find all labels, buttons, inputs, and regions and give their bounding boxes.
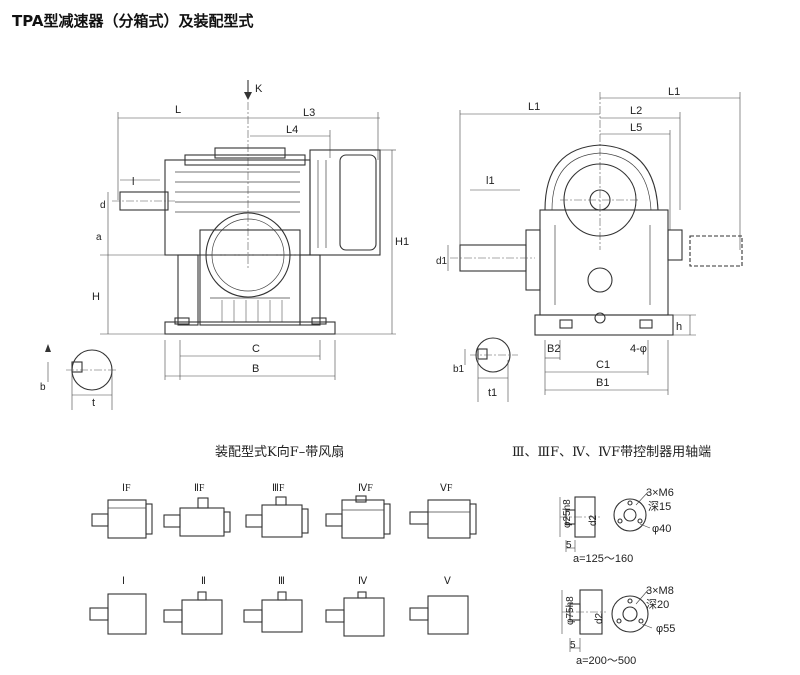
dim-h-label: h <box>676 321 682 333</box>
assembly-label-2F: ⅡF <box>194 483 205 494</box>
dim-L4-label: L4 <box>286 124 298 136</box>
assembly-label-1F: ⅠF <box>122 483 131 494</box>
shaft-range-2: a=200～500 <box>576 655 636 667</box>
shaft-range-1: a=125～160 <box>573 553 633 565</box>
dim-H1-label: H1 <box>395 236 409 248</box>
shaft-ends-caption: Ⅲ、ⅢF、Ⅳ、ⅣF带控制器用轴端 <box>512 445 711 460</box>
shaft-depth-1: 深15 <box>648 500 671 513</box>
shaft-pcd-1: φ40 <box>652 523 671 535</box>
dim-l-label: l <box>132 176 134 188</box>
assembly-label-5F: ⅤF <box>440 483 453 494</box>
dim-l1-label: l1 <box>486 175 495 187</box>
dim-L3-label: L3 <box>303 107 315 119</box>
shaft-pcd-2: φ55 <box>656 623 675 635</box>
assembly-label-4: Ⅳ <box>358 576 368 587</box>
holes-label: 4-φ <box>630 343 647 355</box>
assembly-type-1: Ⅰ <box>89 576 147 635</box>
dim-B1-label: B1 <box>596 377 609 389</box>
shaft-depth-2: 深20 <box>646 598 669 611</box>
assembly-type-1F: ⅠF <box>91 483 153 539</box>
page-title: TPA型减速器（分箱式）及装配型式 <box>12 12 253 30</box>
k-arrow-label: K <box>255 83 263 95</box>
dim-t1-label: t1 <box>488 387 497 399</box>
shaft-length-1: 5 <box>566 540 572 551</box>
dim-H-label: H <box>92 291 100 303</box>
dim-t-label: t <box>92 397 95 409</box>
assembly-row-with-fan: ⅠF ⅡF ⅢF ⅣF <box>91 483 477 539</box>
assembly-label-1: Ⅰ <box>122 576 125 587</box>
dim-b1-label: b1 <box>453 364 465 375</box>
assembly-label-3F: ⅢF <box>272 483 285 494</box>
dim-b-label: b <box>40 382 46 393</box>
shaft-thread-2: 3×M8 <box>646 585 674 597</box>
assembly-type-2F: ⅡF <box>163 483 231 537</box>
dim-B-label: B <box>252 363 259 375</box>
dim-C-label: C <box>252 343 260 355</box>
assembly-label-4F: ⅣF <box>358 483 373 494</box>
assembly-type-4F: ⅣF <box>325 483 391 539</box>
shaft-d2-2: d2 <box>594 612 605 624</box>
dim-B2-label: B2 <box>547 343 560 355</box>
assembly-type-2: Ⅱ <box>163 576 223 635</box>
assembly-label-2: Ⅱ <box>201 576 206 587</box>
dim-a-label: a <box>96 232 102 243</box>
assembly-label-5: Ⅴ <box>444 576 451 587</box>
dim-d-label: d <box>100 200 106 211</box>
assembly-type-5: Ⅴ <box>409 576 469 635</box>
dim-L1-top-label: L1 <box>668 86 680 98</box>
shaft-d2-1: d2 <box>588 514 599 526</box>
end-view-drawing: L1 L1 L2 L5 l1 d1 h <box>436 86 743 402</box>
shaft-thread-1: 3×M6 <box>646 487 674 499</box>
assembly-type-3F: ⅢF <box>245 483 309 538</box>
assembly-type-3: Ⅲ <box>243 576 303 633</box>
dim-L5-label: L5 <box>630 122 642 134</box>
assembly-type-5F: ⅤF <box>409 483 477 539</box>
shaft-dia-1: φ25h8 <box>562 499 573 528</box>
assembly-label-3: Ⅲ <box>278 576 285 587</box>
dim-C1-label: C1 <box>596 359 610 371</box>
shaft-length-2: 5 <box>570 640 576 651</box>
shaft-end-detail-2: φ75h8 d2 5 a=200～500 3×M8 深20 φ55 <box>561 585 675 667</box>
dim-L-label: L <box>175 104 181 116</box>
assembly-type-4: Ⅳ <box>325 576 385 637</box>
side-view-drawing: K L L3 L4 l d <box>40 80 409 410</box>
dim-L2-label: L2 <box>630 105 642 117</box>
assembly-row-without-fan: Ⅰ Ⅱ Ⅲ Ⅳ Ⅴ <box>89 576 469 637</box>
dim-L1-label: L1 <box>528 101 540 113</box>
dim-d1-label: d1 <box>436 256 448 267</box>
assembly-caption: 装配型式K向F–带风扇 <box>215 444 344 460</box>
shaft-dia-2: φ75h8 <box>565 596 576 625</box>
shaft-end-detail-1: φ25h8 d2 5 a=125～160 3×M6 深15 φ40 <box>559 487 674 565</box>
